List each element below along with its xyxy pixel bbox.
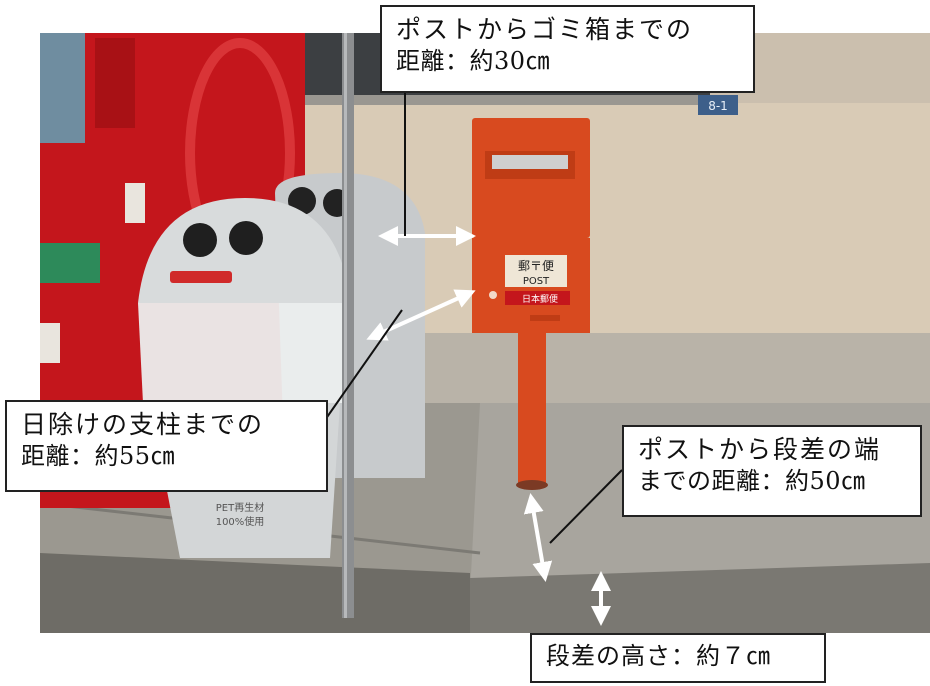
bin-label-1: PET再生材 (216, 501, 264, 514)
vending-green-sticker (40, 243, 100, 283)
mailbox-slot (492, 155, 568, 169)
callout-trash-distance: ポストからゴミ箱までの 距離：約30㎝ (380, 5, 755, 93)
address-plate (698, 95, 738, 115)
awning-pole-highlight (344, 33, 347, 618)
mailbox-label-plate (505, 255, 567, 287)
street-photo: 8-1 PET再生材 100%使用 (40, 33, 930, 633)
vending-panel (95, 38, 135, 128)
mailbox-brand: 日本郵便 (522, 293, 558, 305)
window-sill (290, 95, 710, 105)
photo-scene: 8-1 PET再生材 100%使用 (40, 33, 930, 633)
mailbox-label: 郵〒便 (518, 259, 554, 273)
mailbox-handle (530, 315, 560, 321)
callout-trash-line2: 距離：約30㎝ (396, 47, 551, 75)
front-bin-hole-left (183, 223, 217, 257)
callout-step-height: 段差の高さ：約７㎝ (530, 633, 826, 683)
step-edge-shadow (470, 563, 930, 633)
address-plate-text: 8-1 (708, 99, 728, 113)
mailbox-brand-plate (505, 291, 570, 305)
road-asphalt (40, 553, 470, 633)
front-bin-red-label (170, 271, 232, 283)
mailbox-lock (489, 291, 497, 299)
callout-step-distance: ポストから段差の端 までの距離：約50㎝ (622, 425, 922, 517)
mailbox-post (518, 333, 546, 485)
callout-step-line1: ポストから段差の端 (638, 435, 882, 464)
awning-pole (342, 33, 354, 618)
callout-pole-line1: 日除けの支柱までの (21, 410, 265, 439)
vending-label (40, 323, 60, 363)
front-bin-hole-right (229, 221, 263, 255)
callout-pole-line2: 距離：約55㎝ (21, 442, 176, 470)
callout-trash-line1: ポストからゴミ箱までの (396, 15, 694, 44)
callout-height-line1: 段差の高さ：約７㎝ (546, 642, 771, 670)
mailbox-post-label: POST (523, 276, 550, 287)
front-bin-plastic-bag (138, 303, 350, 403)
vending-coin-slot (125, 183, 145, 223)
callout-step-line2: までの距離：約50㎝ (638, 467, 866, 495)
callout-pole-distance: 日除けの支柱までの 距離：約55㎝ (5, 400, 328, 492)
bin-label-2: 100%使用 (216, 515, 265, 528)
vending-drinks-window (40, 33, 85, 143)
mailbox-post-base (516, 480, 548, 490)
